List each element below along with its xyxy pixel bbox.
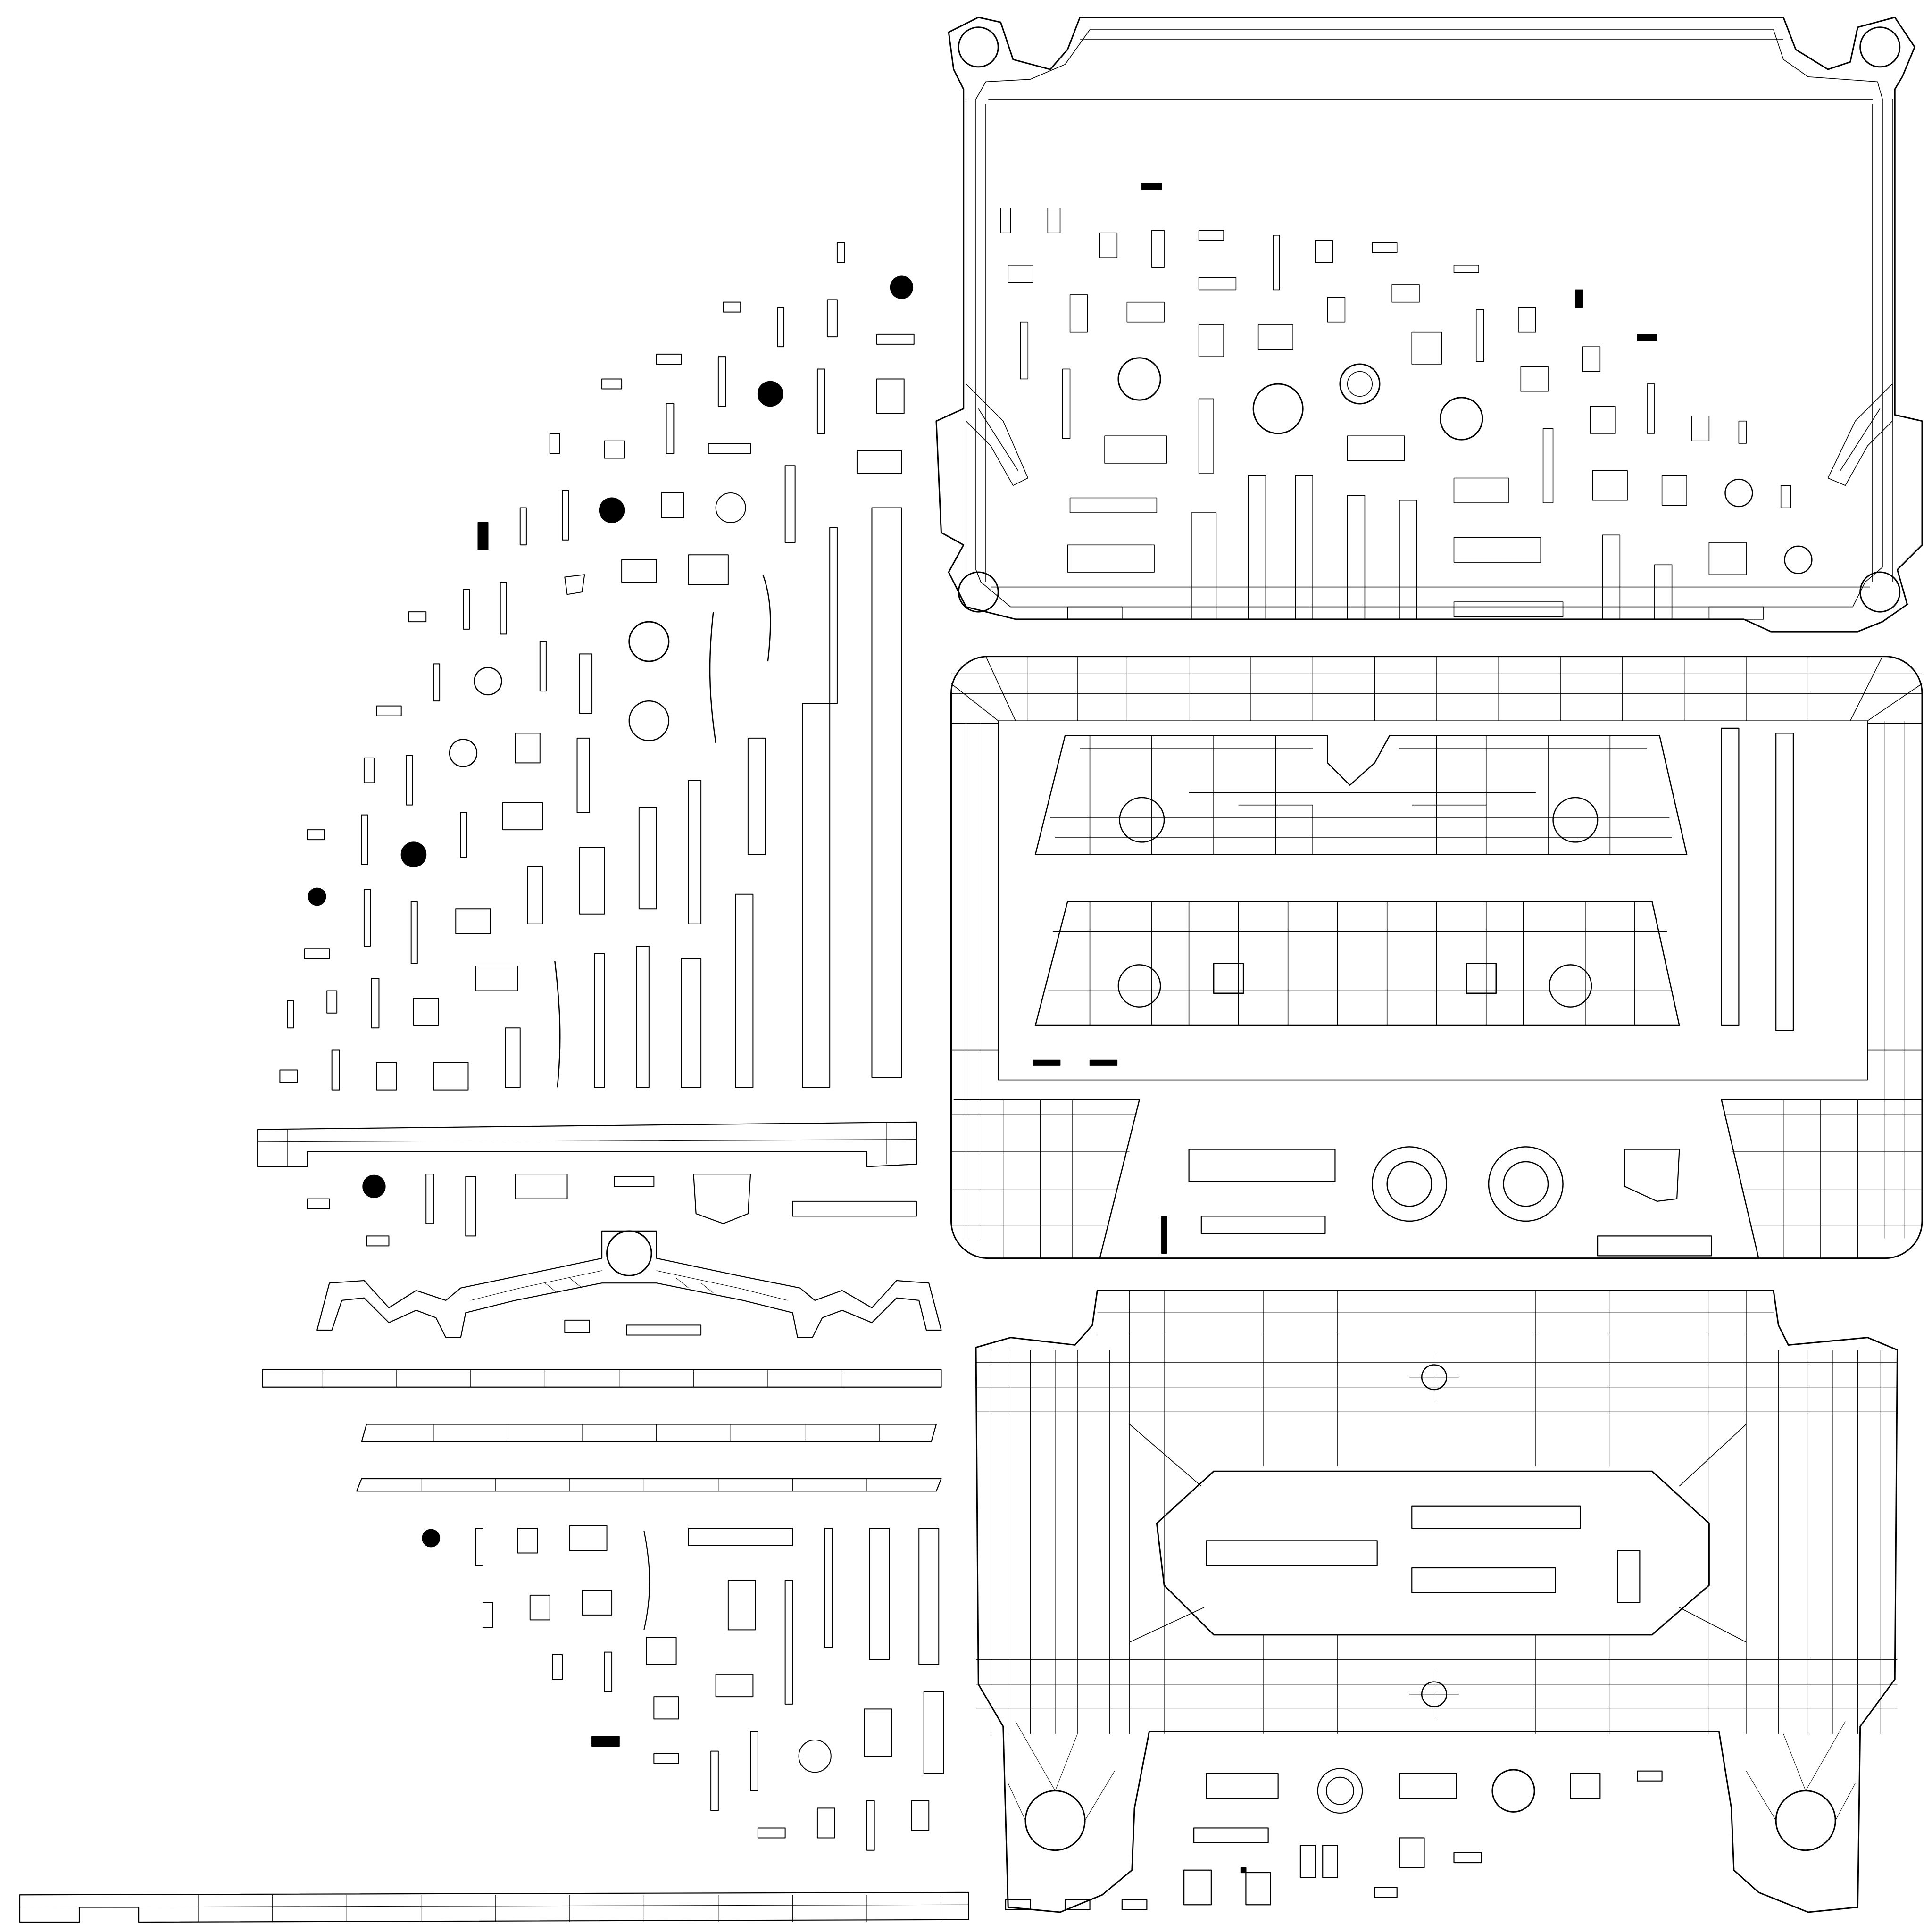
strip-2 (362, 1424, 936, 1441)
back-shell-small-islands (1001, 183, 1812, 619)
reel-hub-top-left (1120, 798, 1165, 842)
window-label-bar-1 (1412, 1506, 1580, 1528)
screw-hole-top-right (1860, 27, 1900, 67)
filled-dot (891, 276, 913, 299)
reel-hub-bottom-left (1118, 965, 1160, 1007)
screw-hole-rays (1409, 1352, 1459, 1719)
drive-hole-right (1489, 1147, 1563, 1221)
reel-lock-bottom-right (1466, 964, 1496, 993)
back-shell-outline (936, 17, 1922, 632)
front-face-inner-rim (998, 721, 1867, 1080)
drive-hole-left-inner (1387, 1162, 1432, 1207)
label-bar-1 (1189, 1149, 1335, 1182)
screw-hole-top-left (958, 27, 998, 67)
drive-hole-right-inner (1504, 1162, 1549, 1207)
cassette-front-label-face-uv (951, 657, 1922, 1258)
reel-window-top (1035, 736, 1687, 855)
back-shell-inner-rim-2 (966, 40, 1892, 587)
tick-mark (1162, 1216, 1167, 1253)
bottom-shell-label-window (1157, 1471, 1709, 1635)
strip-1 (263, 1370, 941, 1387)
back-shell-inner-rim (976, 30, 1882, 607)
back-shell-corner-cut-right (1828, 384, 1892, 485)
bottom-shell-outline (976, 1291, 1897, 1912)
reel-hub-bottom-right (1549, 965, 1591, 1007)
bottom-label-bar (1598, 1236, 1712, 1256)
arch-inner-detail (471, 1271, 788, 1300)
strip-upper-rail (258, 1122, 916, 1167)
label-bar-2 (1201, 1216, 1325, 1233)
front-face-grid-top (951, 657, 1922, 1239)
side-strip-1 (1722, 728, 1739, 1025)
back-shell-corner-cut-left (966, 384, 1028, 485)
screw-hole-bottom-left (958, 572, 998, 612)
front-face-grid-bottom (951, 1100, 1922, 1258)
strip-bottom-rail (20, 1892, 968, 1922)
long-edge-strips-uv (20, 1122, 968, 1922)
reel-hub-top-right (1553, 798, 1598, 842)
dash-mark-2 (1090, 1060, 1117, 1066)
front-face-rim-diagonals (951, 657, 1922, 1050)
strip-dividers (20, 1370, 968, 1922)
front-face-outline (951, 657, 1922, 1258)
cassette-back-shell-uv (936, 17, 1922, 632)
bottom-reel-left (1025, 1791, 1085, 1850)
bottom-shell-grid (976, 1291, 1897, 1734)
drive-hole-left (1372, 1147, 1447, 1221)
window-side-strip (1617, 1550, 1640, 1602)
reel-window-bottom (1035, 901, 1679, 1025)
side-strip-2 (1776, 733, 1793, 1030)
dash-mark-1 (1033, 1060, 1060, 1066)
bottom-shell-small-islands (1006, 1768, 1662, 1909)
reel-lock-bottom-left (1214, 964, 1243, 993)
screw-hole-bottom-right (1860, 572, 1900, 612)
scattered-small-islands-uv (280, 243, 943, 1850)
front-face-lower-trapezoid (954, 1100, 1922, 1258)
bottom-reel-right (1776, 1791, 1835, 1850)
reel-window-top-inner (1050, 736, 1672, 855)
bottom-shell-corner-fans (1008, 1722, 1855, 1821)
strip-3 (357, 1479, 941, 1491)
window-label-bar-2 (1206, 1541, 1377, 1566)
write-protect-tab (1625, 1149, 1680, 1201)
bottom-shell-window-lines (1130, 1424, 1747, 1642)
cassette-bottom-shell-uv (976, 1291, 1897, 1912)
window-label-bar-3 (1412, 1568, 1556, 1593)
arch-center-hub (607, 1231, 652, 1276)
tape-guide-arch-uv (317, 1231, 941, 1338)
arch-outline (317, 1231, 941, 1338)
